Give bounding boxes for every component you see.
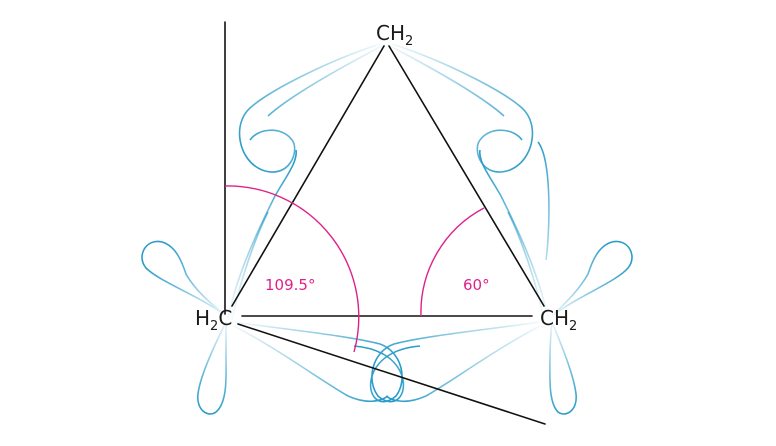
atom-label-top: CH2	[376, 21, 413, 49]
atom-label-left: H2C	[195, 306, 232, 334]
orbital-lobe-right-to-left-outer	[385, 325, 541, 403]
ch-lobe-right-lower	[549, 321, 577, 415]
orbital-lobe-right-to-left	[353, 321, 541, 403]
orbital-lobe-right-to-top	[479, 149, 549, 319]
atom-label-right: CH2	[540, 306, 577, 334]
ch-lobe-right-upper	[551, 240, 633, 317]
ch-lobe-left-lower	[197, 321, 227, 415]
bond-top-left	[231, 45, 385, 307]
orbital-lobe-top-to-right-outer	[389, 45, 505, 117]
orbital-lobe-top-to-left	[238, 43, 381, 173]
angle-arc-60	[420, 207, 485, 317]
angle-label-60: 60°	[463, 276, 490, 294]
ch-orbitals-right	[549, 240, 633, 415]
orbital-lobe-right-outer-arc	[537, 141, 550, 261]
angle-label-109: 109.5°	[265, 276, 315, 294]
orbital-lobe-top-to-right	[391, 43, 534, 173]
orbital-lobe-right-to-top-inner	[507, 211, 545, 321]
orbital-lobe-left-to-top	[227, 149, 297, 319]
bent-bond-orbitals-top-right	[389, 43, 550, 321]
bond-top-right	[388, 45, 545, 307]
orbital-lobe-left-to-top-inner	[231, 211, 269, 321]
ch-orbitals-left	[141, 240, 227, 415]
bent-bond-orbitals-top-left	[227, 43, 383, 321]
angle-arc-109	[224, 185, 360, 353]
reference-line-diagonal	[237, 323, 546, 425]
orbital-lobe-left-to-right-outer	[233, 325, 389, 403]
orbital-lobe-top-to-left-outer	[267, 45, 383, 117]
orbital-lobe-left-to-right	[233, 321, 421, 403]
ch-lobe-left-upper	[141, 240, 227, 317]
bent-bond-orbitals-bottom	[233, 321, 541, 403]
